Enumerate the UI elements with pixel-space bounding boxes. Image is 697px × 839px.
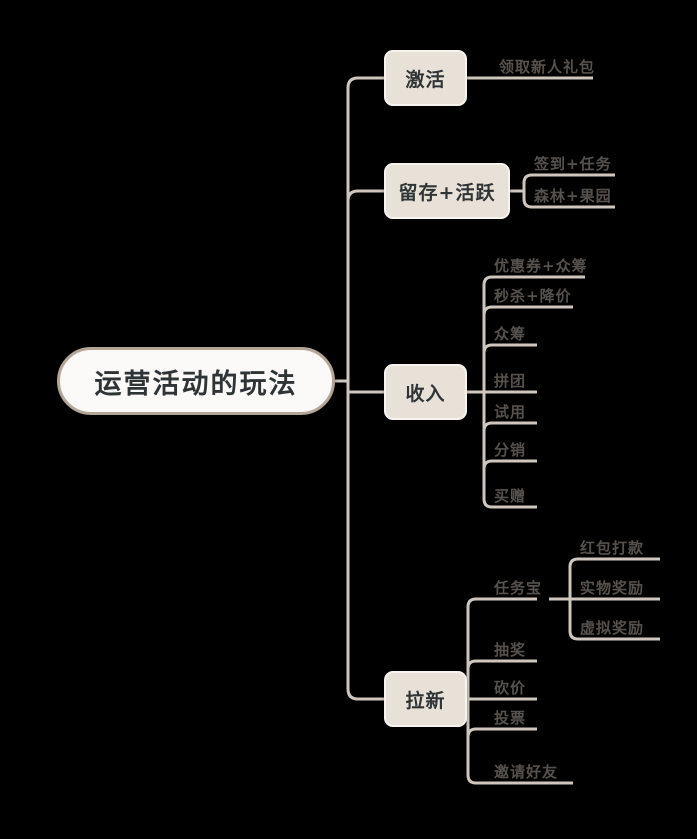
branch-node-acquisition-label: 拉新 [405,689,446,712]
branch-node-activation[interactable]: 激活 [384,50,467,106]
leaf-node-lottery[interactable]: 抽奖 [494,638,526,662]
trunk-line-lower [346,381,384,701]
root-node[interactable]: 运营活动的玩法 [57,347,335,415]
leaf-node-checkin-tasks[interactable]: 签到+任务 [534,152,612,176]
leaf-node-distribution[interactable]: 分销 [494,438,526,462]
leaf-node-task-treasure[interactable]: 任务宝 [494,576,542,600]
wire-shouru-leaf-3 [482,343,537,354]
leaf-node-buy-gift-label: 买赠 [494,487,527,505]
leaf-node-distribution-label: 分销 [494,441,527,459]
root-node-label: 运营活动的玩法 [94,368,298,400]
leaf-node-bargain[interactable]: 砍价 [494,676,526,700]
leaf-node-physical-reward[interactable]: 实物奖励 [580,576,644,600]
leaf-node-crowdfunding-label: 众筹 [494,325,527,343]
leaf-node-flashsale-markdown[interactable]: 秒杀+降价 [494,284,572,308]
leaf-node-lottery-label: 抽奖 [494,641,527,659]
leaf-node-buy-gift[interactable]: 买赠 [494,484,526,508]
leaf-node-bargain-label: 砍价 [494,679,527,697]
branch-node-activation-label: 激活 [405,68,446,91]
wire-shouru-leaf-6 [482,459,537,470]
leaf-node-red-packet-payout[interactable]: 红包打款 [580,536,644,560]
leaf-node-checkin-tasks-label: 签到+任务 [534,155,612,173]
leaf-node-group-buy-label: 拼团 [494,372,527,390]
trunk-branch-2 [346,189,384,202]
leaf-node-virtual-reward[interactable]: 虚拟奖励 [580,616,644,640]
leaf-node-group-buy[interactable]: 拼团 [494,369,526,393]
leaf-node-crowdfunding[interactable]: 众筹 [494,322,526,346]
branch-node-retention-label: 留存+活跃 [398,181,496,204]
leaf-node-flashsale-markdown-label: 秒杀+降价 [494,287,572,305]
wire-laxin-leaf-2 [466,659,537,670]
leaf-node-invite-friends-label: 邀请好友 [494,763,559,781]
leaf-node-forest-orchard[interactable]: 森林+果园 [534,184,612,208]
leaf-node-trial-label: 试用 [494,403,527,421]
leaf-node-task-treasure-label: 任务宝 [494,579,543,597]
branch-node-retention[interactable]: 留存+活跃 [384,163,510,219]
leaf-node-coupon-crowdfunding[interactable]: 优惠券+众筹 [494,254,588,278]
leaf-node-invite-friends[interactable]: 邀请好友 [494,760,558,784]
leaf-node-virtual-reward-label: 虚拟奖励 [580,619,645,637]
branch-node-acquisition[interactable]: 拉新 [384,671,467,727]
leaf-node-trial[interactable]: 试用 [494,400,526,424]
leaf-node-physical-reward-label: 实物奖励 [580,579,645,597]
wire-laxin-leaf-4 [466,727,537,738]
wire-shouru-leaf-5 [482,421,537,432]
leaf-node-red-packet-payout-label: 红包打款 [580,539,645,557]
leaf-node-newcomer-gift[interactable]: 领取新人礼包 [499,55,595,79]
leaf-node-newcomer-gift-label: 领取新人礼包 [499,58,596,76]
leaf-node-vote[interactable]: 投票 [494,706,526,730]
trunk-line [346,76,384,381]
leaf-node-coupon-crowdfunding-label: 优惠券+众筹 [494,257,588,275]
branch-node-income-label: 收入 [405,382,446,405]
branch-node-income[interactable]: 收入 [384,364,467,420]
leaf-node-forest-orchard-label: 森林+果园 [534,187,612,205]
wire-shouru-leaf-2 [482,305,573,316]
leaf-node-vote-label: 投票 [494,709,527,727]
